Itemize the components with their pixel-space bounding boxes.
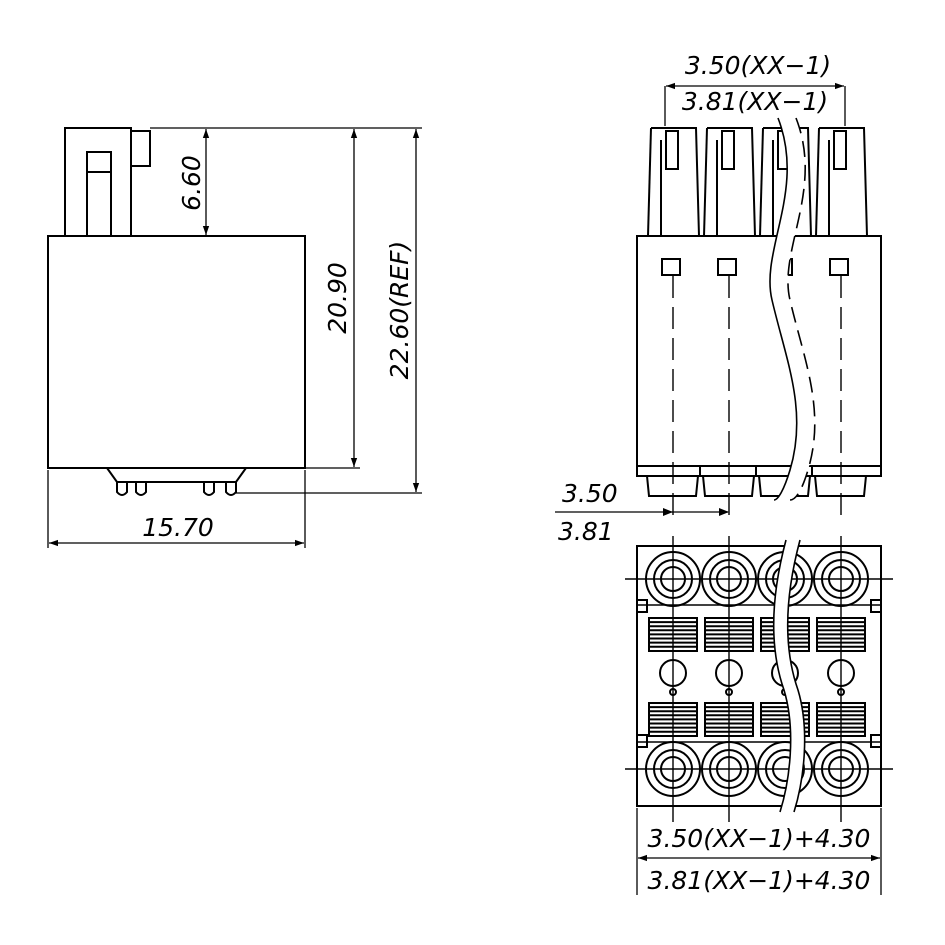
front-view (636, 117, 882, 522)
side-latch (130, 130, 151, 167)
front-top-tabs (647, 127, 868, 237)
front-dimensions: 3.50(XX−1) 3.81(XX−1) 3.50 3.81 (555, 51, 846, 546)
dim-top-pitch-381-label: 3.81(XX−1) (682, 87, 828, 116)
side-tab-slot-top (86, 151, 112, 173)
front-break-line (769, 117, 816, 501)
dim-15-70-label: 15.70 (142, 513, 214, 542)
front-feet (636, 465, 882, 497)
dim-pitch-381-label: 3.81 (558, 517, 614, 546)
dim-22-60-label: 22.60(REF) (385, 241, 414, 380)
side-tab-slot (86, 151, 112, 237)
bottom-centerlines (672, 536, 842, 822)
side-base (48, 465, 306, 469)
bottom-test-holes (659, 659, 855, 696)
dim-bottom-width-350-label: 3.50(XX−1)+4.30 (648, 824, 871, 853)
bottom-break-line (772, 539, 806, 813)
front-centerlines (672, 276, 842, 522)
side-pins (116, 482, 237, 496)
front-windows (661, 258, 849, 276)
side-body (47, 235, 306, 469)
side-view: 6.60 20.90 22.60(REF) 15.70 (47, 127, 422, 548)
dim-20-90-label: 20.90 (323, 262, 352, 334)
side-base-recess (106, 467, 247, 483)
bottom-spring-clamps (648, 617, 866, 737)
bottom-view: 3.50(XX−1)+4.30 3.81(XX−1)+4.30 (625, 536, 893, 895)
bottom-body (636, 545, 882, 807)
dim-bottom-width-381-label: 3.81(XX−1)+4.30 (648, 866, 871, 895)
side-top-tab (64, 127, 132, 237)
dim-pitch-350-label: 3.50 (562, 479, 618, 508)
dim-top-pitch-350-label: 3.50(XX−1) (685, 51, 831, 80)
dim-6-60-label: 6.60 (177, 155, 206, 211)
